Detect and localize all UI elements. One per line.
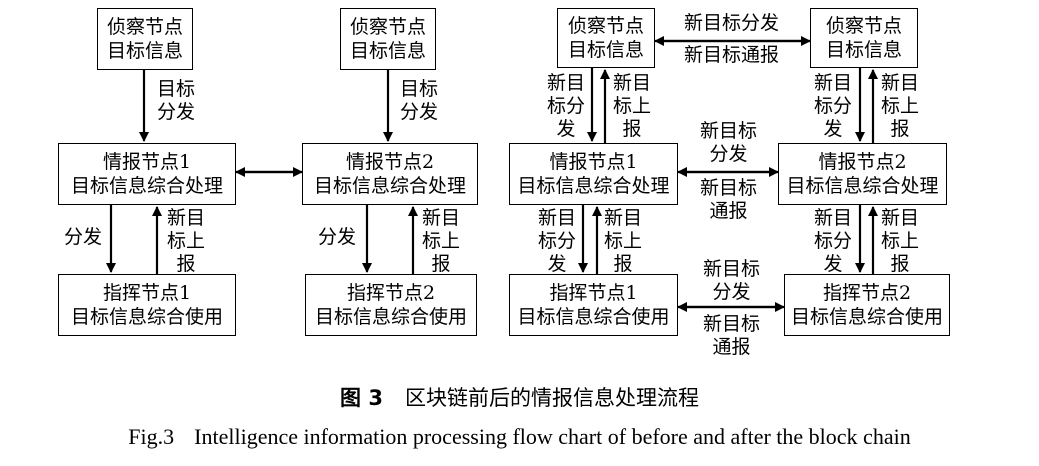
intel-node-4-text: 情报节点2 目标信息综合处理 xyxy=(786,151,939,197)
cmd-node-1: 指挥节点1 目标信息综合使用 xyxy=(58,274,236,336)
label-target-distribute-2: 目标 分发 xyxy=(399,78,438,123)
label-new-target-distribute-bottom: 新目标 分发 xyxy=(703,258,761,303)
intel-node-3-text: 情报节点1 目标信息综合处理 xyxy=(517,151,670,197)
label-new-target-distribute-r3: 新目 标分 发 xyxy=(537,207,576,275)
label-distribute-2: 分发 xyxy=(318,226,357,248)
label-new-target-report-2: 新目 标上 报 xyxy=(421,207,460,275)
label-new-target-notify-bottom: 新目标 通报 xyxy=(703,313,761,358)
label-target-distribute-1: 目标 分发 xyxy=(156,78,195,123)
recon-node-3-text: 侦察节点 目标信息 xyxy=(567,15,644,61)
intel-node-1-text: 情报节点1 目标信息综合处理 xyxy=(70,151,223,197)
label-new-target-distribute-mid: 新目标 分发 xyxy=(700,120,758,165)
cmd-node-2: 指挥节点2 目标信息综合使用 xyxy=(305,274,477,336)
cmd-node-3-text: 指挥节点1 目标信息综合使用 xyxy=(517,282,670,328)
intel-node-4: 情报节点2 目标信息综合处理 xyxy=(778,143,947,205)
cmd-node-3: 指挥节点1 目标信息综合使用 xyxy=(509,274,678,336)
recon-node-1-text: 侦察节点 目标信息 xyxy=(106,16,183,62)
label-new-target-notify-h-top: 新目标通报 xyxy=(684,44,780,66)
caption-chinese: 图 3 区块链前后的情报信息处理流程 xyxy=(0,382,1039,412)
recon-node-3: 侦察节点 目标信息 xyxy=(557,8,655,68)
cmd-node-2-text: 指挥节点2 目标信息综合使用 xyxy=(314,282,467,328)
label-new-target-distribute-r1: 新目 标分 发 xyxy=(546,72,585,140)
caption-english: Fig.3 Intelligence information processing… xyxy=(0,424,1039,450)
caption-chinese-fig: 图 3 xyxy=(340,386,383,410)
label-new-target-report-r1: 新目 标上 报 xyxy=(612,72,651,140)
recon-node-2-text: 侦察节点 目标信息 xyxy=(349,16,426,62)
intel-node-3: 情报节点1 目标信息综合处理 xyxy=(509,143,678,205)
caption-english-text: Intelligence information processing flow… xyxy=(194,424,911,449)
label-new-target-distribute-h-top: 新目标分发 xyxy=(684,12,780,34)
caption-english-fig: Fig.3 xyxy=(128,424,175,449)
cmd-node-1-text: 指挥节点1 目标信息综合使用 xyxy=(70,282,223,328)
label-distribute-1: 分发 xyxy=(64,226,103,248)
recon-node-1: 侦察节点 目标信息 xyxy=(97,8,193,70)
intel-node-1: 情报节点1 目标信息综合处理 xyxy=(58,143,236,205)
arrow-layer xyxy=(106,36,878,312)
recon-node-2: 侦察节点 目标信息 xyxy=(340,8,436,70)
label-new-target-distribute-r4: 新目 标分 发 xyxy=(813,207,852,275)
cmd-node-4-text: 指挥节点2 目标信息综合使用 xyxy=(790,282,943,328)
intel-node-2: 情报节点2 目标信息综合处理 xyxy=(302,143,478,205)
label-new-target-report-r2: 新目 标上 报 xyxy=(880,72,919,140)
label-new-target-distribute-r2: 新目 标分 发 xyxy=(813,72,852,140)
intel-node-2-text: 情报节点2 目标信息综合处理 xyxy=(313,151,466,197)
recon-node-4-text: 侦察节点 目标信息 xyxy=(825,15,902,61)
caption-chinese-text: 区块链前后的情报信息处理流程 xyxy=(404,386,699,410)
label-new-target-report-r3: 新目 标上 报 xyxy=(603,207,642,275)
label-new-target-notify-mid: 新目标 通报 xyxy=(700,177,758,222)
cmd-node-4: 指挥节点2 目标信息综合使用 xyxy=(784,274,950,336)
recon-node-4: 侦察节点 目标信息 xyxy=(810,8,918,68)
label-new-target-report-1: 新目 标上 报 xyxy=(166,207,205,275)
label-new-target-report-r4: 新目 标上 报 xyxy=(880,207,919,275)
